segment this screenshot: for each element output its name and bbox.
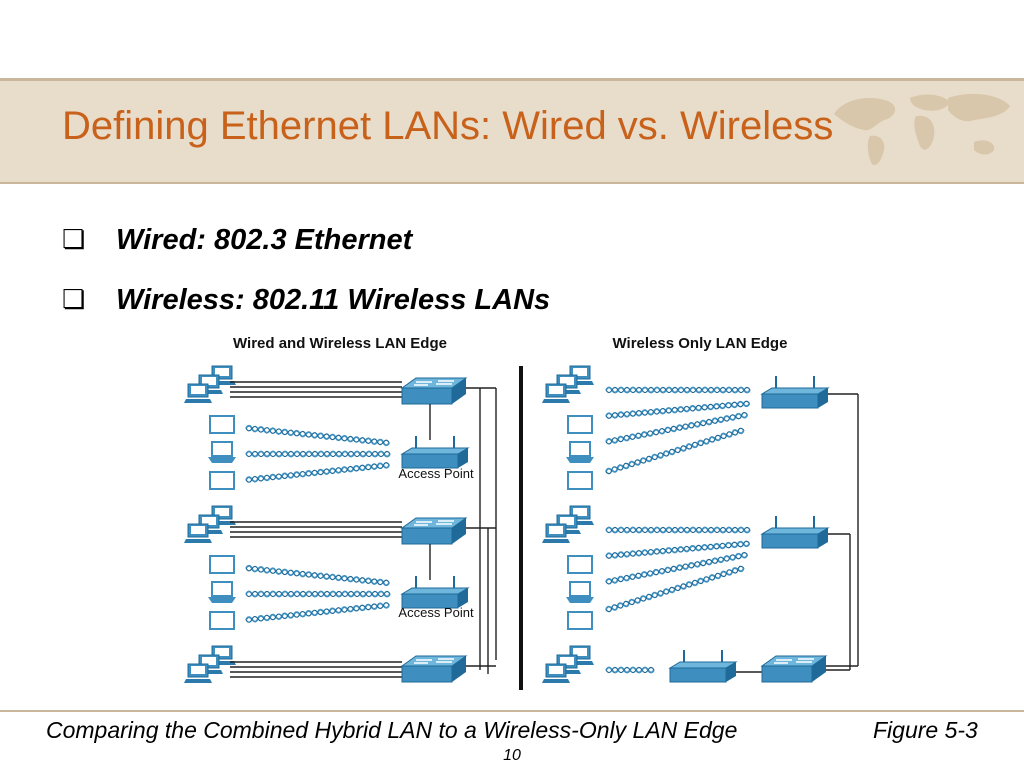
- wired-links: [230, 381, 402, 398]
- title-band-top-rule: [0, 78, 1024, 81]
- access-point-icon: [669, 649, 737, 683]
- right-panel-title: Wireless Only LAN Edge: [613, 335, 788, 352]
- switch-icon: [761, 655, 827, 683]
- access-point-icon: [761, 515, 829, 549]
- switch-icon: [401, 377, 467, 405]
- terminal-icon: [567, 611, 593, 630]
- wireless-signal-icon: [245, 450, 391, 458]
- wireless-signal-icon: [244, 461, 391, 484]
- wireless-signal-icon: [604, 564, 746, 614]
- access-point-label-2: Access Point: [398, 605, 474, 620]
- laptop-icon: [565, 581, 595, 604]
- pc-stack-icon: [183, 645, 237, 684]
- access-point-icon: [401, 575, 469, 609]
- wireless-signal-icon: [604, 426, 746, 476]
- bullet-text-wired: Wired: 802.3 Ethernet: [116, 223, 413, 256]
- bullet-marker-icon: ❏: [62, 225, 86, 255]
- pc-stack-icon: [541, 505, 595, 544]
- wireless-signal-icon: [605, 666, 655, 674]
- switch-icon: [401, 655, 467, 683]
- access-point-label-1: Access Point: [398, 466, 474, 481]
- wireless-signal-icon: [245, 590, 391, 598]
- right-panel: [541, 365, 859, 684]
- figure-reference: Figure 5-3: [873, 717, 978, 743]
- page-number: 10: [503, 747, 521, 764]
- access-point-icon: [401, 435, 469, 469]
- wireless-signal-icon: [244, 564, 391, 587]
- wired-links: [230, 661, 402, 678]
- terminal-icon: [209, 415, 235, 434]
- terminal-icon: [209, 555, 235, 574]
- terminal-icon: [209, 471, 235, 490]
- bullet-text-wireless: Wireless: 802.11 Wireless LANs: [116, 283, 551, 316]
- wireless-signal-icon: [244, 601, 391, 624]
- terminal-icon: [567, 415, 593, 434]
- bullet-wireless: ❏ Wireless: 802.11 Wireless LANs: [62, 270, 550, 330]
- access-point-icon: [761, 375, 829, 409]
- terminal-icon: [209, 611, 235, 630]
- figure-caption: Comparing the Combined Hybrid LAN to a W…: [46, 717, 738, 743]
- wired-links: [230, 521, 402, 538]
- wireless-signal-icon: [605, 526, 751, 534]
- terminal-icon: [567, 555, 593, 574]
- slide-title: Defining Ethernet LANs: Wired vs. Wirele…: [62, 104, 834, 148]
- laptop-icon: [207, 581, 237, 604]
- laptop-icon: [207, 441, 237, 464]
- laptop-icon: [565, 441, 595, 464]
- lan-edge-diagram: Wired and Wireless LAN Edge Wireless Onl…: [183, 335, 859, 690]
- pc-stack-icon: [541, 645, 595, 684]
- pc-stack-icon: [183, 365, 237, 404]
- pc-stack-icon: [541, 365, 595, 404]
- bullet-list: ❏ Wired: 802.3 Ethernet ❏ Wireless: 802.…: [62, 210, 550, 330]
- terminal-icon: [567, 471, 593, 490]
- world-map-watermark: [834, 93, 1010, 166]
- pc-stack-icon: [183, 505, 237, 544]
- title-band: [0, 78, 1024, 184]
- footer-rule: [0, 710, 1024, 712]
- left-panel: Access Point Access Point: [183, 365, 497, 684]
- wireless-signal-icon: [244, 424, 391, 447]
- switch-icon: [401, 517, 467, 545]
- bullet-marker-icon: ❏: [62, 285, 86, 315]
- left-panel-title: Wired and Wireless LAN Edge: [233, 335, 447, 352]
- bullet-wired: ❏ Wired: 802.3 Ethernet: [62, 210, 550, 270]
- wireless-signal-icon: [605, 386, 751, 394]
- title-band-bottom-rule: [0, 182, 1024, 184]
